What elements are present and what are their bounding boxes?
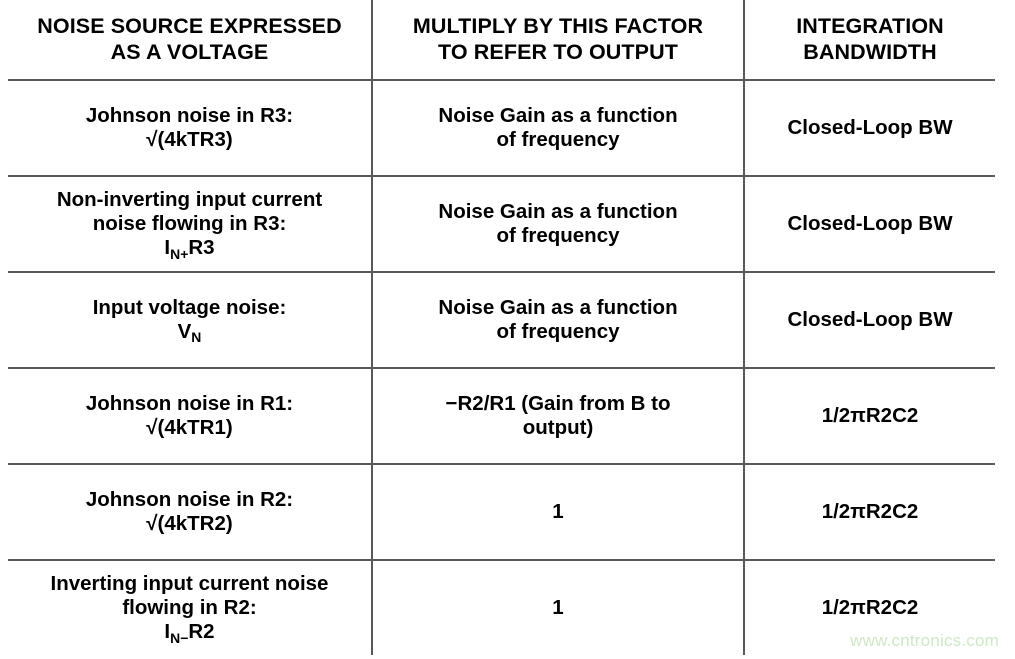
multiply-factor-line-2: output) xyxy=(522,416,594,439)
cell-integration-bandwidth: 1/2πR2C2 xyxy=(821,595,919,619)
multiply-factor-line-1: Noise Gain as a function xyxy=(438,199,678,223)
cell-noise-source: Non-inverting input current noise flowin… xyxy=(8,176,373,273)
multiply-factor-line-1: Noise Gain as a function xyxy=(438,103,678,127)
formula-symbol: I xyxy=(164,236,171,260)
cell-multiply-factor: 1 xyxy=(372,464,745,561)
cell-multiply-factor: Noise Gain as a function of frequency xyxy=(372,80,745,177)
multiply-factor-line-2: of frequency xyxy=(496,224,620,247)
noise-source-line-1: Johnson noise in R3: xyxy=(85,103,294,127)
column-header-noise-source: NOISE SOURCE EXPRESSED AS A VOLTAGE xyxy=(8,0,373,81)
formula-symbol: V xyxy=(177,320,192,343)
cell-multiply-factor: Noise Gain as a function of frequency xyxy=(372,176,745,273)
noise-source-line-1: Johnson noise in R2: xyxy=(85,487,294,511)
cell-integration-bandwidth: Closed-Loop BW xyxy=(744,272,995,369)
column-header-multiply-factor-line-2: TO REFER TO OUTPUT xyxy=(438,39,678,64)
noise-source-line-1: Inverting input current noise xyxy=(50,571,329,595)
column-header-multiply-factor-line-1: MULTIPLY BY THIS FACTOR xyxy=(412,14,704,39)
formula-subscript: N xyxy=(191,329,202,346)
noise-source-line-1: Non-inverting input current xyxy=(56,187,323,211)
noise-source-formula: IN−R2 xyxy=(14,620,365,646)
noise-source-line-2: √(4kTR1) xyxy=(146,416,233,439)
cell-multiply-factor: −R2/R1 (Gain from B to output) xyxy=(372,368,745,465)
formula-tail: R3 xyxy=(188,236,215,260)
noise-source-line-2: flowing in R2: xyxy=(122,595,257,619)
column-header-integration-bandwidth-line-1: INTEGRATION xyxy=(796,14,944,39)
formula-tail: R2 xyxy=(188,620,215,644)
table-row: Inverting input current noise flowing in… xyxy=(8,560,995,655)
noise-contributions-table: NOISE SOURCE EXPRESSED AS A VOLTAGE MULT… xyxy=(8,0,995,655)
formula-symbol: I xyxy=(164,620,171,644)
formula-subscript: N− xyxy=(170,629,189,646)
cell-noise-source: Johnson noise in R1: √(4kTR1) xyxy=(8,368,373,465)
table-row: Johnson noise in R2: √(4kTR2) 1 1/2πR2C2 xyxy=(8,464,995,561)
noise-source-line-1: Johnson noise in R1: xyxy=(85,391,294,415)
cell-noise-source: Johnson noise in R2: √(4kTR2) xyxy=(8,464,373,561)
cell-noise-source: Inverting input current noise flowing in… xyxy=(8,560,373,655)
cell-multiply-factor: Noise Gain as a function of frequency xyxy=(372,272,745,369)
watermark: www.cntronics.com xyxy=(850,631,999,650)
cell-integration-bandwidth: Closed-Loop BW xyxy=(744,80,995,177)
column-header-noise-source-line-2: AS A VOLTAGE xyxy=(110,39,269,64)
cell-integration-bandwidth: 1/2πR2C2 xyxy=(744,368,995,465)
noise-source-line-2: √(4kTR2) xyxy=(146,512,233,535)
multiply-factor-line-1: Noise Gain as a function xyxy=(438,295,678,319)
noise-source-line-1: Input voltage noise: xyxy=(92,295,287,319)
multiply-factor-line-2: of frequency xyxy=(496,320,620,343)
table-row: Johnson noise in R1: √(4kTR1) −R2/R1 (Ga… xyxy=(8,368,995,465)
multiply-factor-line-1: −R2/R1 (Gain from B to xyxy=(445,391,671,415)
noise-source-formula: IN+R3 xyxy=(14,236,365,262)
cell-multiply-factor: 1 xyxy=(372,560,745,655)
table-row: Input voltage noise: VN Noise Gain as a … xyxy=(8,272,995,369)
cell-noise-source: Input voltage noise: VN xyxy=(8,272,373,369)
table-row: Johnson noise in R3: √(4kTR3) Noise Gain… xyxy=(8,80,995,177)
table-row: Non-inverting input current noise flowin… xyxy=(8,176,995,273)
cell-noise-source: Johnson noise in R3: √(4kTR3) xyxy=(8,80,373,177)
formula-subscript: N+ xyxy=(170,245,189,262)
column-header-integration-bandwidth-line-2: BANDWIDTH xyxy=(803,39,937,64)
multiply-factor-line-2: of frequency xyxy=(496,128,620,151)
noise-source-line-2: √(4kTR3) xyxy=(146,128,233,151)
column-header-multiply-factor: MULTIPLY BY THIS FACTOR TO REFER TO OUTP… xyxy=(372,0,745,81)
cell-integration-bandwidth: Closed-Loop BW xyxy=(744,176,995,273)
noise-source-formula: VN xyxy=(14,320,365,346)
cell-integration-bandwidth: 1/2πR2C2 xyxy=(744,464,995,561)
noise-source-line-2: noise flowing in R3: xyxy=(92,211,287,235)
column-header-integration-bandwidth: INTEGRATION BANDWIDTH xyxy=(744,0,995,81)
table-header-row: NOISE SOURCE EXPRESSED AS A VOLTAGE MULT… xyxy=(8,0,995,81)
column-header-noise-source-line-1: NOISE SOURCE EXPRESSED xyxy=(37,14,342,39)
